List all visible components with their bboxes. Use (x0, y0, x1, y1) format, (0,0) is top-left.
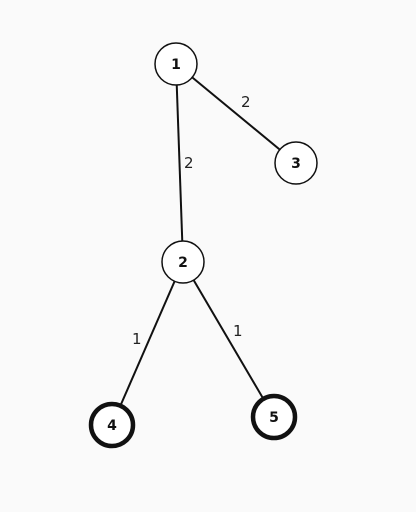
edge-weight-2-5: 1 (233, 322, 243, 340)
edge-weight-2-4: 1 (132, 330, 142, 348)
edge-1-3: 2 (175, 63, 297, 164)
edge-weight-1-2: 2 (184, 154, 194, 172)
edge-1-2: 2 (175, 63, 194, 263)
node-1[interactable]: 1 (154, 42, 198, 86)
node-5[interactable]: 5 (250, 393, 298, 441)
node-4[interactable]: 4 (88, 401, 136, 449)
node-label-3: 3 (291, 156, 301, 172)
edge-2-5: 1 (182, 261, 275, 418)
node-3[interactable]: 3 (274, 141, 318, 185)
node-label-4: 4 (107, 418, 117, 434)
edge-weight-1-3: 2 (241, 93, 251, 111)
edge-2-4: 1 (111, 261, 184, 426)
node-2[interactable]: 2 (161, 240, 205, 284)
node-label-5: 5 (269, 410, 279, 426)
node-label-1: 1 (171, 57, 181, 73)
node-label-2: 2 (178, 255, 188, 271)
